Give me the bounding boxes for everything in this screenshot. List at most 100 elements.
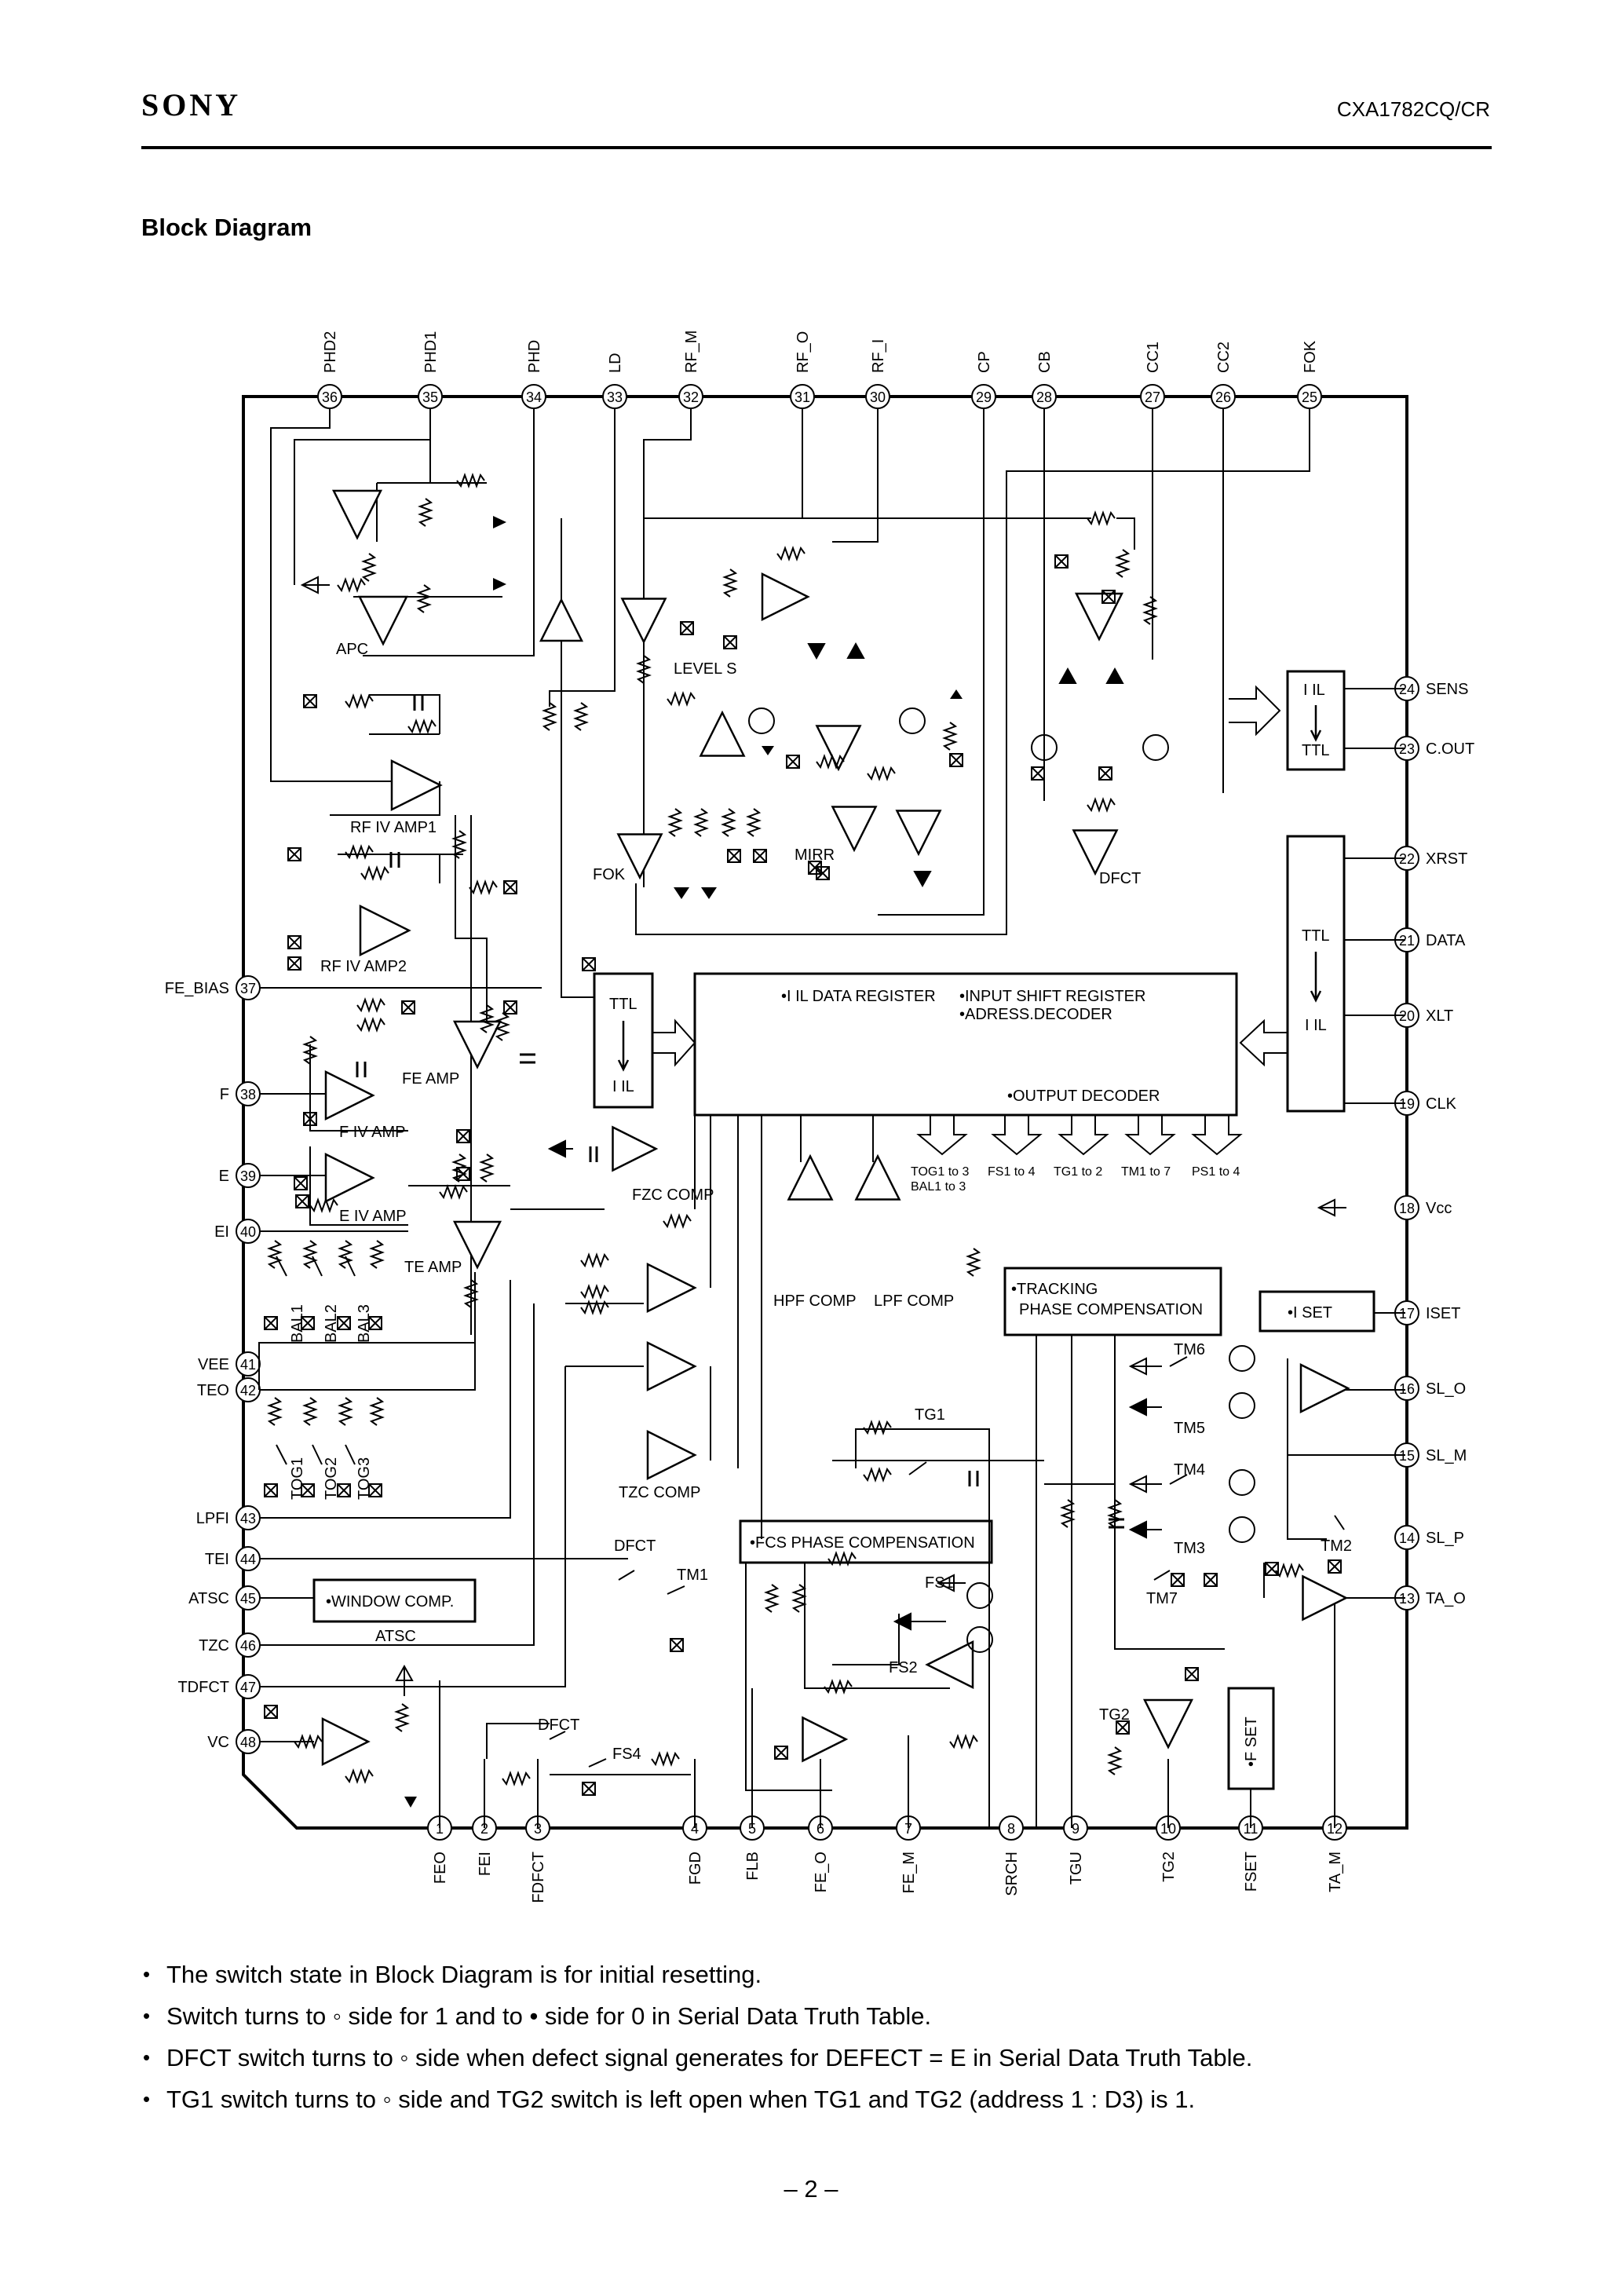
pin-number: 1 (436, 1821, 444, 1837)
op-amp (854, 1153, 901, 1201)
resistor (302, 1240, 318, 1269)
test-markers (264, 554, 1342, 1796)
iset-block (1259, 1290, 1375, 1333)
pin-number: 46 (240, 1638, 256, 1654)
pin-name: TA_O (1426, 1590, 1466, 1607)
pin-number: 14 (1399, 1530, 1415, 1546)
resistor (721, 808, 736, 837)
pin-name: FEO (432, 1852, 449, 1884)
resistor (337, 577, 366, 593)
pin-name: RF_I (870, 339, 887, 373)
label-tog1: TOG1 (289, 1457, 306, 1500)
pin-name: SL_O (1426, 1380, 1466, 1398)
label-f-iv-amp: F IV AMP (339, 1124, 405, 1141)
resistor (776, 546, 806, 561)
bus-arrow-sens (1229, 685, 1281, 737)
resistor (439, 1184, 468, 1200)
resistor (1107, 1746, 1123, 1775)
test-marker (1185, 1667, 1199, 1681)
pin-number: 32 (683, 389, 699, 405)
resistor (1087, 510, 1116, 526)
pin-7: 7FE_M (896, 1815, 921, 1893)
pin-name: XRST (1426, 850, 1467, 868)
pin-number: 23 (1399, 741, 1415, 757)
label-fs1: FS1 (925, 1574, 954, 1592)
pin-name: SENS (1426, 681, 1468, 698)
test-marker (786, 755, 800, 769)
label-tm4: TM4 (1174, 1461, 1205, 1479)
wires (258, 408, 1405, 1828)
resistor (369, 1240, 385, 1269)
brand-logo: SONY (141, 87, 242, 122)
resistor (942, 722, 958, 751)
resistor (479, 1153, 495, 1183)
pin-number: 7 (904, 1821, 912, 1837)
amplifiers (321, 489, 1350, 1767)
resistor (1107, 1499, 1123, 1528)
note-text: TG1 switch turns to ◦ side and TG2 switc… (166, 2086, 1196, 2113)
label-dfct-2: DFCT (614, 1537, 656, 1555)
test-marker (1101, 590, 1116, 604)
diodes (807, 642, 1124, 888)
note-text: DFCT switch turns to ◦ side when defect … (166, 2044, 1253, 2071)
resistor (463, 1279, 479, 1308)
op-amp (452, 1220, 502, 1270)
resistor (722, 569, 738, 598)
pin-24: 24 SENS (1394, 676, 1468, 701)
label-fe-amp: FE AMP (402, 1070, 459, 1088)
op-amp (815, 725, 862, 772)
register-block (693, 972, 1238, 1117)
pin-name: TEI (205, 1551, 229, 1568)
pin-name: C.OUT (1426, 740, 1474, 758)
header-rule (141, 146, 1492, 149)
test-marker (1031, 766, 1045, 781)
pin-name: FE_M (901, 1852, 918, 1893)
pin-name: SL_M (1426, 1447, 1467, 1464)
op-amp (324, 1069, 375, 1121)
test-marker (368, 1483, 382, 1497)
label-fs2: FS2 (889, 1659, 918, 1676)
resistor (863, 1420, 892, 1435)
pin-name: RF_O (795, 331, 812, 373)
resistor (824, 1679, 853, 1695)
label-tzc-comp: TZC COMP (619, 1484, 700, 1501)
pin-name: FOK (1302, 340, 1319, 373)
test-marker (503, 1000, 517, 1015)
op-amp (539, 598, 584, 642)
resistor (416, 584, 432, 613)
test-marker (301, 1483, 315, 1497)
out-fs-label: FS1 to 4 (988, 1165, 1036, 1179)
op-amp (357, 595, 409, 646)
resistor (418, 498, 433, 527)
pin-number: 10 (1160, 1821, 1176, 1837)
pin-number: 44 (240, 1552, 256, 1567)
resistor (867, 766, 896, 781)
pin-name: TA_M (1327, 1852, 1344, 1892)
op-amp (321, 1717, 371, 1767)
pin-number: 24 (1399, 682, 1415, 697)
pin-number: 9 (1072, 1821, 1080, 1837)
label-bal2: BAL2 (323, 1304, 340, 1343)
pin-name: CLK (1426, 1095, 1457, 1113)
pin-name: FLB (744, 1852, 762, 1881)
out-tm-label: TM1 to 7 (1121, 1165, 1171, 1179)
register-label-1: •I IL DATA REGISTER (781, 988, 936, 1005)
resistor (302, 1036, 318, 1065)
sens-block (1286, 670, 1346, 771)
resistor (345, 693, 374, 709)
pins-bottom: 1FEO2FEI3FDFCT4FGD5FLB6FE_O7FE_M8SRCH9TG… (427, 1815, 1347, 1903)
iil-right-label: I IL (1305, 1017, 1327, 1034)
ttl-right-label: TTL (1302, 927, 1330, 945)
test-marker (287, 847, 301, 861)
ttl-iil-right-block (1286, 835, 1346, 1113)
resistor (369, 1397, 385, 1426)
op-amp (787, 1153, 834, 1201)
